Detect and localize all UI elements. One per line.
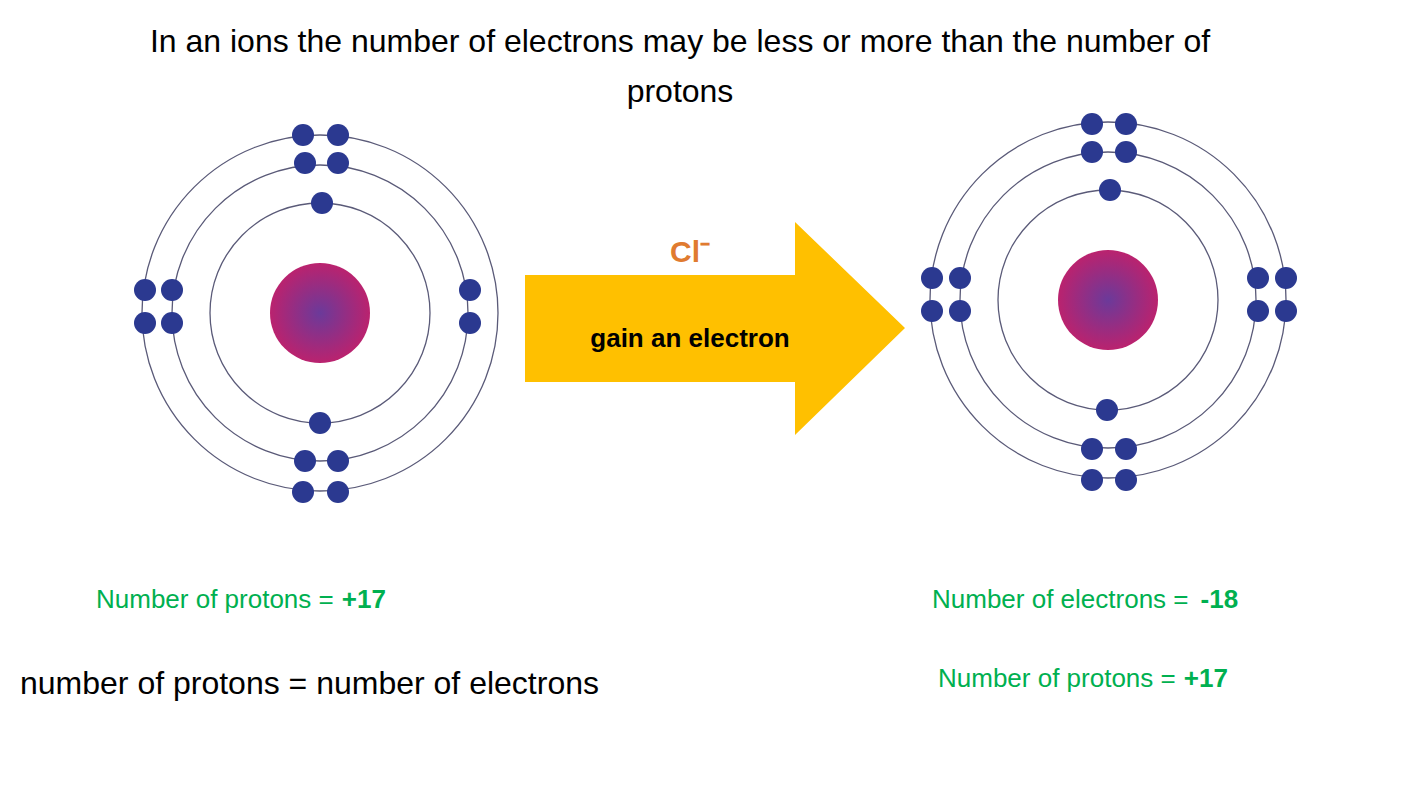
electron	[327, 124, 349, 146]
electron	[134, 279, 156, 301]
electron	[921, 267, 943, 289]
electron	[1081, 469, 1103, 491]
electron	[1099, 179, 1121, 201]
electron	[921, 300, 943, 322]
electron	[1115, 438, 1137, 460]
electron-shell	[960, 152, 1256, 448]
nucleus	[270, 263, 370, 363]
electron-shell	[998, 190, 1218, 410]
electron	[161, 279, 183, 301]
arrow-label: gain an electron	[590, 323, 789, 354]
electron	[949, 267, 971, 289]
charge-value: +17	[1184, 663, 1228, 694]
electron-shell	[930, 122, 1286, 478]
atom	[134, 124, 498, 503]
electron	[1096, 399, 1118, 421]
electron	[294, 450, 316, 472]
electron	[1115, 469, 1137, 491]
equation-note: number of protons = number of electrons	[20, 664, 599, 702]
electron	[309, 412, 331, 434]
electron	[294, 152, 316, 174]
electron	[1081, 113, 1103, 135]
electron	[1247, 300, 1269, 322]
count-label: Number of electrons =	[932, 584, 1189, 615]
electron-shell	[172, 165, 468, 461]
electron	[1115, 113, 1137, 135]
nucleus	[1058, 250, 1158, 350]
electron	[327, 152, 349, 174]
electron	[292, 481, 314, 503]
electron	[1275, 300, 1297, 322]
electron	[292, 124, 314, 146]
electron	[327, 481, 349, 503]
electron	[1081, 438, 1103, 460]
electron-shell	[142, 135, 498, 491]
electron	[949, 300, 971, 322]
title: In an ions the number of electrons may b…	[130, 16, 1230, 116]
electron	[1247, 267, 1269, 289]
electron	[1081, 141, 1103, 163]
electron-shell	[210, 203, 430, 423]
count-label: Number of protons =	[96, 584, 334, 615]
electron	[459, 279, 481, 301]
arrow-shape: Cl⁻ gain an electron	[525, 222, 905, 435]
charge-value: +17	[342, 584, 386, 615]
atom	[921, 113, 1297, 491]
ion-symbol: Cl⁻	[670, 230, 710, 271]
electron	[1275, 267, 1297, 289]
electron	[327, 450, 349, 472]
electron	[134, 312, 156, 334]
electron	[311, 192, 333, 214]
electron	[1115, 141, 1137, 163]
count-label: Number of protons =	[938, 663, 1176, 694]
charge-value: -18	[1201, 584, 1239, 615]
electron	[459, 312, 481, 334]
electron	[161, 312, 183, 334]
